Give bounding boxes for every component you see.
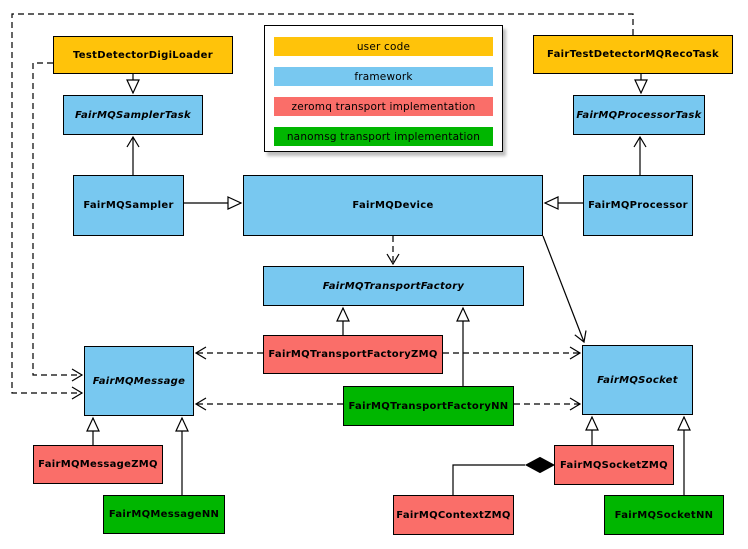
node-fairmqtransportfactory: FairMQTransportFactory xyxy=(263,266,524,306)
node-testdetectordigiloader: TestDetectorDigiLoader xyxy=(53,36,233,74)
node-fairmqtransportfactorynn: FairMQTransportFactoryNN xyxy=(343,386,514,426)
node-fairmqsocketzmq: FairMQSocketZMQ xyxy=(554,445,674,485)
legend: user code framework zeromq transport imp… xyxy=(264,25,503,152)
edge-contextzmq-socketzmq-composition xyxy=(452,464,525,495)
node-fairmqmessagenn: FairMQMessageNN xyxy=(103,495,225,534)
node-fairmqsocketnn: FairMQSocketNN xyxy=(604,495,724,535)
edge-recotask-message-dependency xyxy=(11,13,634,400)
node-fairmqsocket: FairMQSocket xyxy=(582,345,693,415)
node-fairmqcontextzmq: FairMQContextZMQ xyxy=(393,495,514,535)
node-fairmqsampler: FairMQSampler xyxy=(73,175,184,236)
node-fairmqmessage: FairMQMessage xyxy=(84,346,194,416)
node-fairtestdetectormqrecotask: FairTestDetectorMQRecoTask xyxy=(533,35,733,74)
node-fairmqsamplertask: FairMQSamplerTask xyxy=(63,95,203,135)
edge-digiloader-message-dependency xyxy=(32,62,84,382)
edge-device-socket-association xyxy=(542,235,587,344)
legend-item-user-code: user code xyxy=(274,37,493,56)
node-fairmqdevice: FairMQDevice xyxy=(243,175,543,236)
legend-item-framework: framework xyxy=(274,67,493,86)
legend-item-zeromq: zeromq transport implementation xyxy=(274,97,493,116)
node-fairmqprocessor: FairMQProcessor xyxy=(583,175,693,236)
node-fairmqtransportfactoryzmq: FairMQTransportFactoryZMQ xyxy=(263,335,443,374)
node-fairmqprocessortask: FairMQProcessorTask xyxy=(573,95,705,135)
legend-item-nanomsg: nanomsg transport implementation xyxy=(274,127,493,146)
node-fairmqmessagezmq: FairMQMessageZMQ xyxy=(33,445,163,484)
composition-diamond xyxy=(524,456,556,474)
